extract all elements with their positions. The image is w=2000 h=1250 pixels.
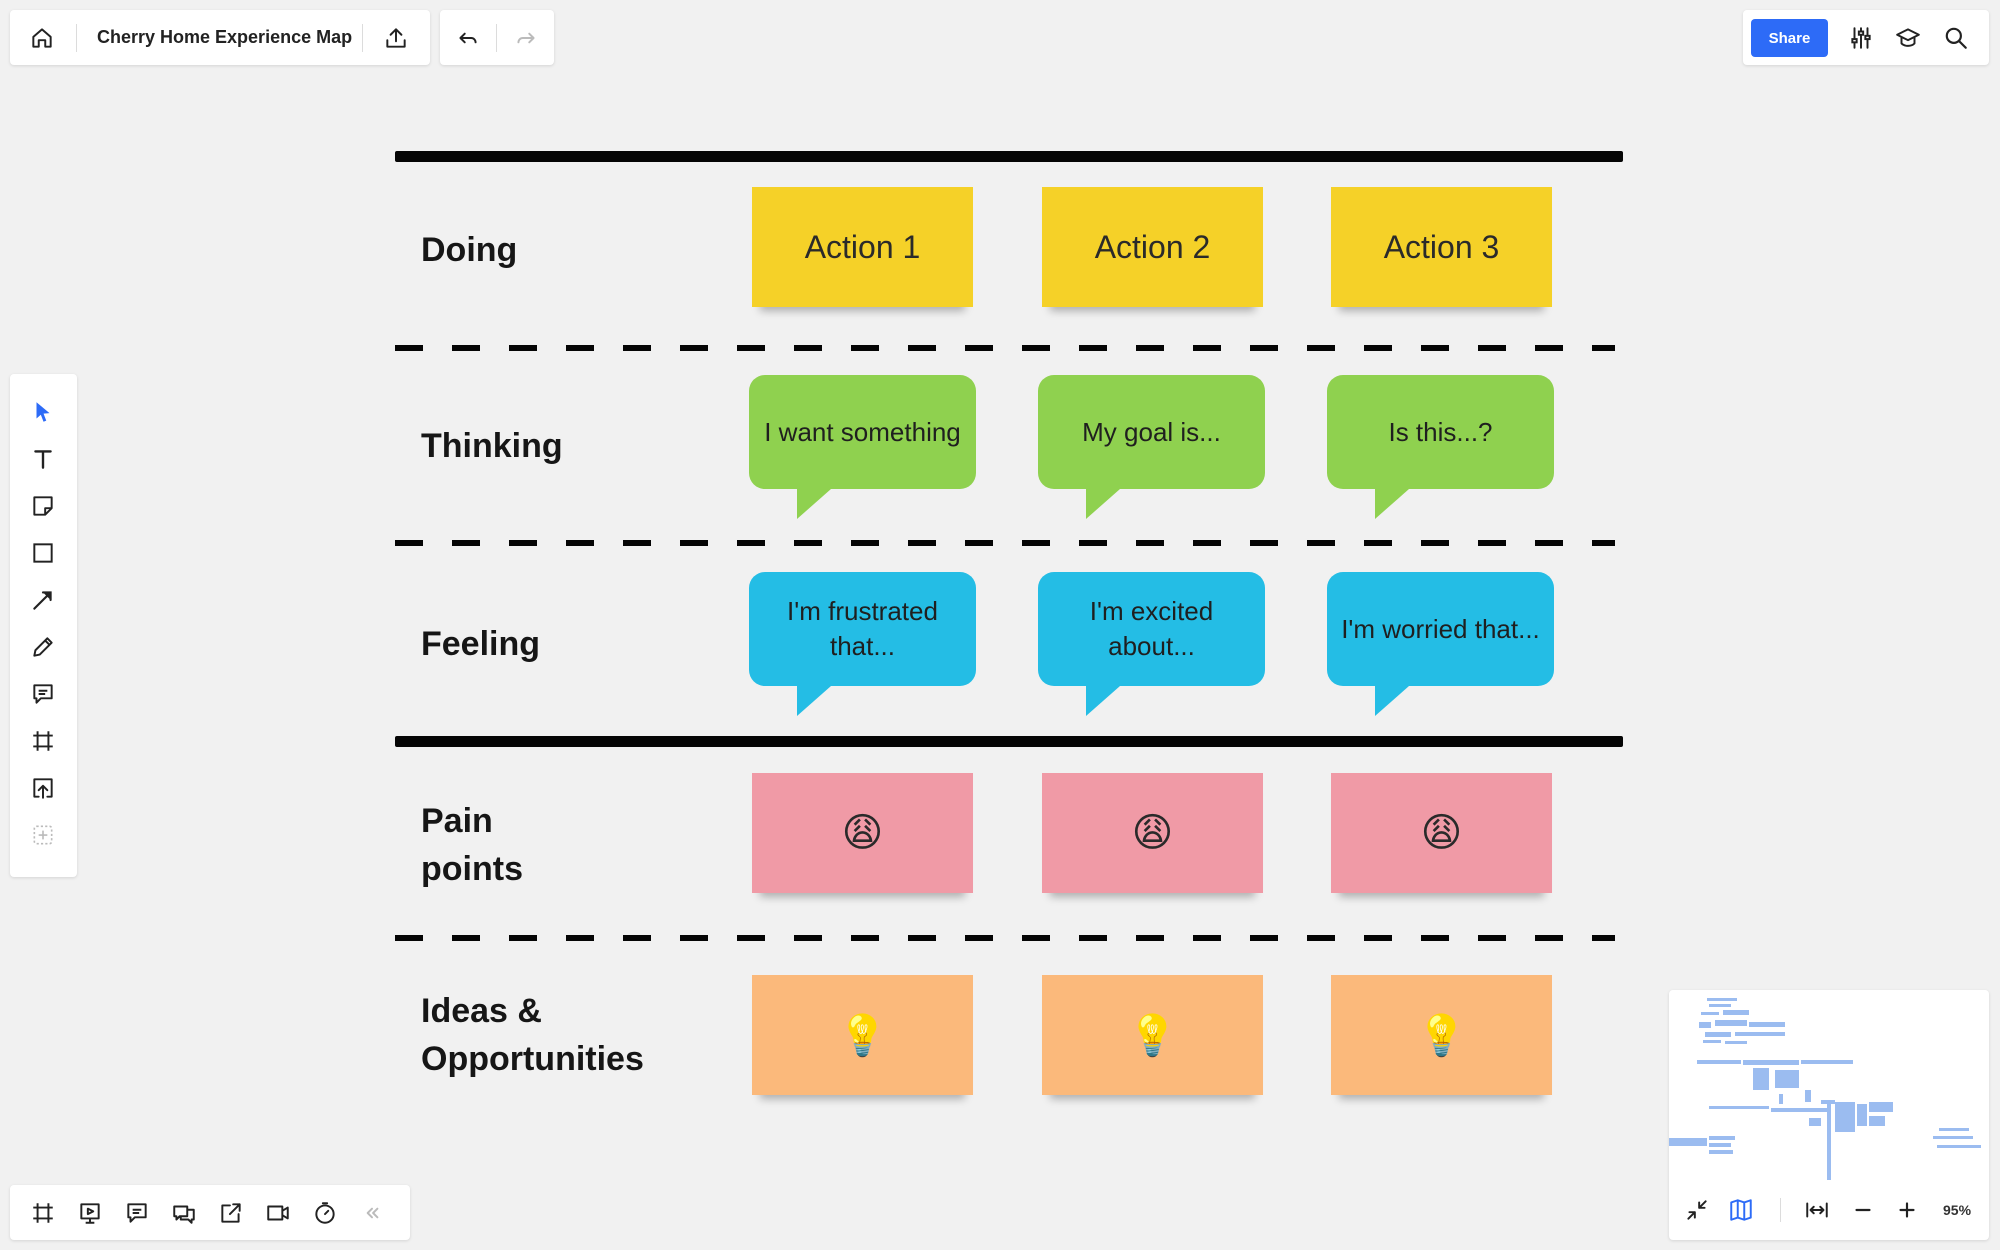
presentation-icon[interactable] bbox=[70, 1193, 110, 1233]
learning-cap-icon[interactable] bbox=[1888, 18, 1928, 58]
divider bbox=[496, 24, 497, 52]
speech-bubble[interactable]: I'm frustrated that... bbox=[749, 572, 976, 716]
dashed-divider-line[interactable] bbox=[395, 935, 1615, 941]
comment-tool-icon[interactable] bbox=[23, 674, 63, 714]
light-bulb-icon: 💡 bbox=[1127, 1013, 1178, 1058]
bubble-text: I'm excited about... bbox=[1089, 596, 1214, 661]
history-controls bbox=[440, 10, 554, 65]
sticky-note[interactable]: 😩 bbox=[752, 773, 973, 893]
chat-icon[interactable] bbox=[164, 1193, 204, 1233]
divider bbox=[1780, 1198, 1781, 1222]
sticky-note[interactable]: 😩 bbox=[1042, 773, 1263, 893]
timer-icon[interactable] bbox=[305, 1193, 345, 1233]
bubble-text: My goal is... bbox=[1082, 416, 1221, 447]
upload-tool-icon[interactable] bbox=[23, 768, 63, 808]
sticky-text: Action 2 bbox=[1094, 228, 1211, 265]
weary-face-icon: 😩 bbox=[841, 811, 884, 855]
undo-icon[interactable] bbox=[448, 18, 488, 58]
frame-tool-icon[interactable] bbox=[23, 721, 63, 761]
minimap-preview[interactable] bbox=[1669, 990, 1989, 1180]
fit-to-screen-icon[interactable] bbox=[1677, 1190, 1717, 1230]
board-header: Cherry Home Experience Map bbox=[10, 10, 430, 65]
sticky-note[interactable]: Action 1 bbox=[752, 187, 973, 307]
collapse-toolbar-icon[interactable] bbox=[352, 1193, 392, 1233]
row-label-thinking[interactable]: Thinking bbox=[421, 427, 563, 465]
bubble-text: I'm frustrated that... bbox=[787, 596, 938, 661]
sticky-text: Action 3 bbox=[1383, 228, 1500, 265]
minimap-panel: 95% bbox=[1669, 990, 1989, 1240]
top-divider-line[interactable] bbox=[395, 151, 1623, 162]
add-more-tools-icon[interactable] bbox=[23, 815, 63, 855]
weary-face-icon: 😩 bbox=[1131, 811, 1174, 855]
sticky-note[interactable]: 💡 bbox=[1042, 975, 1263, 1095]
row-label-feeling[interactable]: Feeling bbox=[421, 625, 541, 663]
speech-bubble[interactable]: Is this...? bbox=[1327, 375, 1554, 519]
sticky-note[interactable]: Action 3 bbox=[1331, 187, 1552, 307]
dashed-divider-line[interactable] bbox=[395, 345, 1615, 351]
redo-icon[interactable] bbox=[506, 18, 546, 58]
home-icon[interactable] bbox=[22, 18, 62, 58]
sticky-note[interactable]: 💡 bbox=[1331, 975, 1552, 1095]
speech-bubble[interactable]: I'm worried that... bbox=[1327, 572, 1554, 716]
weary-face-icon: 😩 bbox=[1420, 811, 1463, 855]
sticky-note[interactable]: 😩 bbox=[1331, 773, 1552, 893]
sticky-note[interactable]: Action 2 bbox=[1042, 187, 1263, 307]
map-icon[interactable] bbox=[1721, 1190, 1761, 1230]
speech-bubble[interactable]: My goal is... bbox=[1038, 375, 1265, 519]
comments-icon[interactable] bbox=[117, 1193, 157, 1233]
board-title[interactable]: Cherry Home Experience Map bbox=[97, 27, 353, 47]
export-icon[interactable] bbox=[376, 18, 416, 58]
text-tool-icon[interactable] bbox=[23, 439, 63, 479]
tools-toolbar bbox=[10, 374, 77, 877]
collaboration-bar: Share bbox=[1743, 10, 1989, 65]
pen-tool-icon[interactable] bbox=[23, 627, 63, 667]
connection-line-tool-icon[interactable] bbox=[23, 580, 63, 620]
search-icon[interactable] bbox=[1936, 18, 1976, 58]
dashed-divider-line[interactable] bbox=[395, 540, 1615, 546]
share-button[interactable]: Share bbox=[1751, 19, 1828, 57]
row-label-pain-points[interactable]: Pain points bbox=[421, 802, 523, 888]
bubble-text: Is this...? bbox=[1388, 416, 1493, 447]
bubble-text: I want something bbox=[764, 416, 961, 447]
divider bbox=[362, 24, 363, 52]
sticky-note[interactable]: 💡 bbox=[752, 975, 973, 1095]
speech-bubble[interactable]: I want something bbox=[749, 375, 976, 519]
row-label-doing[interactable]: Doing bbox=[421, 231, 518, 269]
sticky-text: Action 1 bbox=[804, 228, 921, 265]
middle-divider-line[interactable] bbox=[395, 736, 1623, 747]
zoom-out-icon[interactable] bbox=[1843, 1190, 1883, 1230]
zoom-in-icon[interactable] bbox=[1887, 1190, 1927, 1230]
frames-icon[interactable] bbox=[23, 1193, 63, 1233]
divider bbox=[76, 24, 77, 52]
select-tool-icon[interactable] bbox=[23, 392, 63, 432]
video-call-icon[interactable] bbox=[258, 1193, 298, 1233]
sticky-note-tool-icon[interactable] bbox=[23, 486, 63, 526]
light-bulb-icon: 💡 bbox=[1416, 1013, 1467, 1058]
row-label-ideas-opportunities[interactable]: Ideas & Opportunities bbox=[421, 992, 644, 1078]
shape-tool-icon[interactable] bbox=[23, 533, 63, 573]
bottom-toolbar bbox=[10, 1185, 410, 1240]
light-bulb-icon: 💡 bbox=[837, 1013, 888, 1058]
zoom-level[interactable]: 95% bbox=[1943, 1202, 1972, 1218]
fit-width-icon[interactable] bbox=[1797, 1190, 1837, 1230]
bubble-text: I'm worried that... bbox=[1341, 613, 1540, 644]
share-screen-icon[interactable] bbox=[211, 1193, 251, 1233]
speech-bubble[interactable]: I'm excited about... bbox=[1038, 572, 1265, 716]
settings-sliders-icon[interactable] bbox=[1841, 18, 1881, 58]
